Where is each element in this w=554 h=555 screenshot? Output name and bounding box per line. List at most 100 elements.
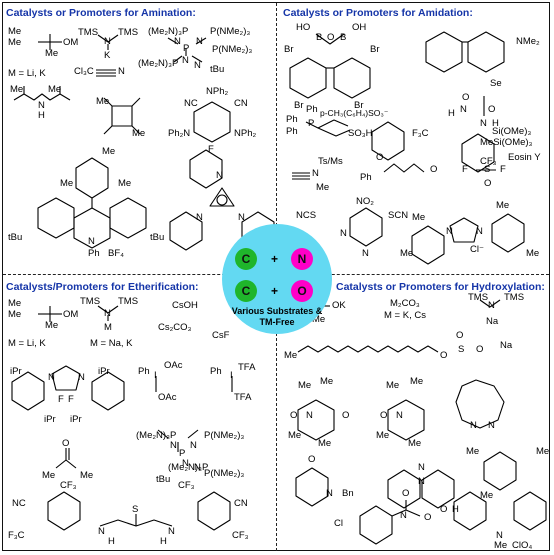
nitrogen-ball: N	[291, 248, 313, 270]
label: OM	[63, 309, 79, 320]
label: iPr	[10, 366, 22, 377]
label: Ph	[306, 104, 318, 115]
label: F₃C	[8, 530, 25, 541]
label: S	[132, 504, 139, 515]
label: N	[182, 458, 189, 469]
cyclobutane-structure	[103, 97, 141, 135]
hmds-structure-2	[97, 305, 119, 321]
label: HO	[296, 22, 311, 33]
label: N	[340, 228, 347, 239]
label: Na	[500, 340, 513, 351]
label: O	[476, 344, 484, 355]
label: H	[108, 536, 115, 547]
label: Me	[408, 438, 422, 449]
label: TMS	[118, 296, 139, 307]
label: Cl⁻	[470, 244, 484, 255]
plus-sign: +	[271, 252, 279, 266]
label: MeSi(OMe)₃	[480, 137, 533, 148]
label: N	[48, 372, 55, 383]
label: N	[88, 236, 95, 247]
label: P	[308, 118, 315, 129]
label: Br	[294, 100, 304, 111]
label: Me	[8, 309, 22, 320]
label: S	[484, 164, 491, 175]
label: N	[196, 212, 203, 223]
label: OH	[352, 22, 367, 33]
label: P(NMe₂)₃	[204, 430, 245, 441]
label: CF₃	[178, 480, 195, 491]
carbon-ball: C	[235, 280, 257, 302]
label: Me	[316, 182, 330, 193]
acridinium-structure-2	[453, 451, 547, 531]
label: NCS	[296, 210, 317, 221]
label: N	[238, 212, 245, 223]
phosphazene-structure	[167, 37, 207, 63]
label: iPr	[44, 414, 56, 425]
label: Ph	[138, 366, 150, 377]
label: TMS	[118, 27, 139, 38]
label: Me	[80, 470, 94, 481]
alkoxide-structure	[38, 34, 62, 50]
label: N	[326, 488, 333, 499]
label: Na	[486, 316, 499, 327]
label: Br	[370, 44, 380, 55]
label: NPh₂	[234, 128, 257, 139]
label: N	[400, 510, 407, 521]
pyrimidine-structure	[349, 207, 383, 247]
label: O	[488, 104, 496, 115]
label: N	[418, 462, 425, 473]
label: TFA	[234, 392, 252, 403]
label: NPh₂	[206, 86, 229, 97]
label: TMS	[468, 292, 489, 303]
label: H	[448, 108, 455, 119]
label: N	[306, 410, 313, 421]
nitrile-structure	[96, 69, 116, 77]
amination-title: Catalysts or Promoters for Amination:	[6, 7, 196, 19]
label: Me	[536, 446, 550, 457]
label: P(NMe₂)₃	[204, 468, 245, 479]
label: N	[182, 55, 189, 66]
label: Ph	[360, 172, 372, 183]
label: CF₃	[60, 480, 77, 491]
label: M = Na, K	[90, 338, 133, 349]
label: P	[179, 448, 186, 459]
label: M	[104, 322, 112, 333]
alkoxide-structure-2	[38, 306, 62, 322]
label: N	[476, 226, 483, 237]
label: Me	[8, 37, 22, 48]
label: N	[190, 440, 197, 451]
label: B	[316, 32, 323, 43]
etherification-title: Catalysts/Promoters for Etherification:	[6, 281, 199, 293]
label: Me	[298, 380, 312, 391]
label: F	[462, 164, 468, 175]
label: N	[216, 170, 223, 181]
ynamide-structure	[292, 172, 310, 180]
label: O	[62, 438, 70, 449]
label: N	[168, 526, 175, 537]
diisopropylamine-structure	[13, 86, 71, 101]
label: M = Li, K	[8, 338, 46, 349]
label: Me	[318, 438, 332, 449]
label: O	[402, 488, 410, 499]
selenide-structure	[425, 31, 505, 73]
label: CN	[234, 98, 248, 109]
label: Ph	[210, 366, 222, 377]
label: BF₄	[108, 248, 125, 259]
center-circle	[222, 224, 332, 334]
iodine-structure	[155, 376, 233, 392]
label: O	[440, 504, 448, 515]
label: NC	[12, 498, 26, 509]
label: OM	[63, 37, 79, 48]
label: N	[460, 104, 467, 115]
label: N	[38, 100, 45, 111]
center-caption-line2: TM-Free	[259, 317, 295, 327]
label: NC	[184, 98, 198, 109]
label: F	[58, 394, 64, 405]
plus-sign: +	[271, 284, 279, 298]
label: N	[194, 462, 201, 473]
label: CsOH	[172, 300, 198, 311]
label: H	[452, 504, 459, 515]
label: N	[98, 526, 105, 537]
